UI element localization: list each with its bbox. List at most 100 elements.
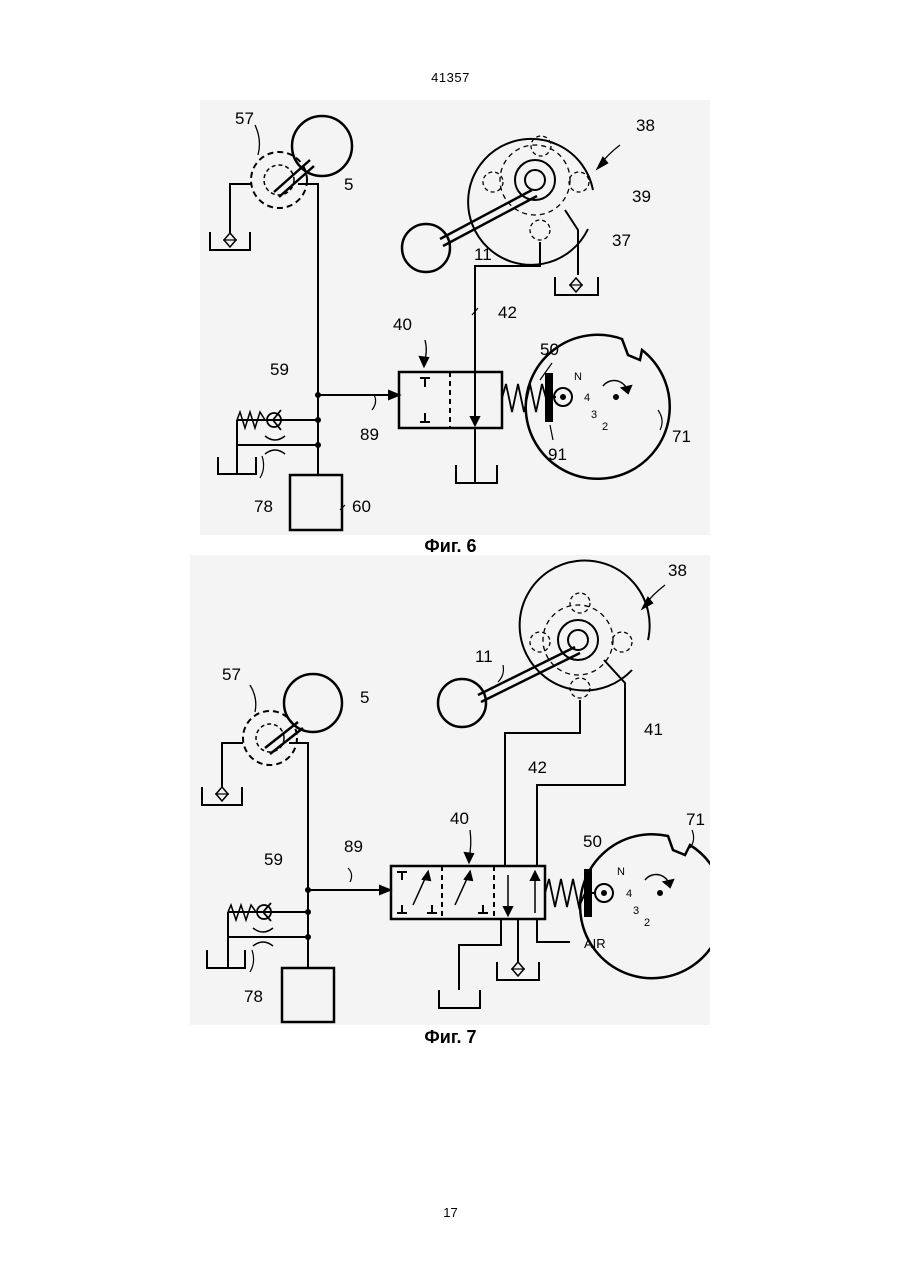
figure-6-caption: Фиг. 6 <box>0 536 901 557</box>
line-to-drain-7 <box>459 919 501 990</box>
label-71: 71 <box>672 427 691 446</box>
port-left-7 <box>530 632 550 652</box>
leader-40-arrow <box>420 357 428 366</box>
v7-arrow4-head <box>531 872 539 880</box>
figure-7-svg: 38 11 57 5 41 42 71 40 89 59 50 AIR 78 N… <box>190 555 710 1025</box>
valve-38-outer-7 <box>520 560 650 690</box>
cam-center-7 <box>658 891 662 895</box>
junction-3 <box>316 443 320 447</box>
leader-11-7 <box>498 665 503 682</box>
label-57-7: 57 <box>222 665 241 684</box>
tank-left-bottom-7 <box>207 950 245 968</box>
port-bottom <box>530 220 550 240</box>
valve-38-hub <box>515 160 555 200</box>
label-38: 38 <box>636 116 655 135</box>
cam-mark-4-7: 4 <box>626 888 632 900</box>
orifice-bottom-7 <box>253 942 273 946</box>
v7-arrow1-head <box>423 872 430 880</box>
tank-left-top-7 <box>202 787 242 805</box>
valve-38-core-7 <box>568 630 588 650</box>
line-37 <box>565 210 578 275</box>
weight-5 <box>292 116 352 176</box>
weight-11 <box>402 224 450 272</box>
port-bottom-7 <box>570 678 590 698</box>
label-59-7: 59 <box>264 850 283 869</box>
leader-38-arrow <box>598 158 607 168</box>
leader-78 <box>260 456 264 478</box>
weight-11-7 <box>438 679 486 727</box>
label-71-7: 71 <box>686 810 705 829</box>
leader-78-7 <box>250 950 254 972</box>
label-40-7: 40 <box>450 809 469 828</box>
junction-3-7 <box>306 935 310 939</box>
label-78: 78 <box>254 497 273 516</box>
label-5: 5 <box>344 175 353 194</box>
junction-2-7 <box>306 910 310 914</box>
label-40: 40 <box>393 315 412 334</box>
leader-71 <box>658 410 662 430</box>
main-supply-line <box>298 184 318 475</box>
lever-11-b <box>443 196 537 246</box>
leader-57-7 <box>250 685 256 712</box>
spring-50 <box>502 384 546 412</box>
port-right-7 <box>612 632 632 652</box>
document-number: 41357 <box>0 70 901 85</box>
label-89: 89 <box>360 425 379 444</box>
label-5-7: 5 <box>360 688 369 707</box>
cam-mark-2: 2 <box>602 421 608 433</box>
air-line-7 <box>537 919 570 942</box>
figure-7-drawing: 38 11 57 5 41 42 71 40 89 59 50 AIR 78 N… <box>190 555 710 1025</box>
cam-center <box>614 395 618 399</box>
label-57: 57 <box>235 109 254 128</box>
cam-mark-n: N <box>574 371 582 383</box>
port-left <box>483 172 503 192</box>
valve-38-track <box>500 145 570 215</box>
orifice-top-7 <box>253 928 273 932</box>
port-right <box>569 172 589 192</box>
v7-arrow3-head <box>504 907 512 915</box>
line-42-arrow <box>471 417 479 425</box>
label-air-7: AIR <box>584 936 606 951</box>
cam-mark-n-7: N <box>617 866 625 878</box>
figure-6-svg: 57 5 38 39 37 11 42 40 50 59 89 91 71 78… <box>200 100 710 535</box>
orifice-top <box>265 436 285 440</box>
label-91: 91 <box>548 445 567 464</box>
lever-11-a <box>440 190 532 239</box>
weight-5-7 <box>284 674 342 732</box>
label-50-7: 50 <box>583 832 602 851</box>
junction-1 <box>316 393 320 397</box>
label-41-7: 41 <box>644 720 663 739</box>
label-42-7: 42 <box>528 758 547 777</box>
actuator-60 <box>290 475 342 530</box>
label-11: 11 <box>474 245 492 264</box>
cam-mark-2-7: 2 <box>644 917 650 929</box>
label-78-7: 78 <box>244 987 263 1006</box>
tank-mid-7 <box>497 962 539 980</box>
cam-rotation-arrowhead <box>622 386 631 393</box>
leader-89-7 <box>348 868 352 882</box>
figure-7-caption: Фиг. 7 <box>0 1027 901 1048</box>
junction-2 <box>316 418 320 422</box>
cam-rotation-arrowhead-7 <box>664 880 673 887</box>
label-38-7: 38 <box>668 561 687 580</box>
main-supply-line-7 <box>289 743 308 968</box>
actuator-7 <box>282 968 334 1022</box>
label-39: 39 <box>632 187 651 206</box>
tank-bottom-7 <box>439 990 480 1008</box>
junction-1-7 <box>306 888 310 892</box>
line-42-7 <box>505 700 580 866</box>
tank-bottom <box>456 465 497 483</box>
cam-mark-3-7: 3 <box>633 905 639 917</box>
label-59: 59 <box>270 360 289 379</box>
leader-57 <box>255 125 259 155</box>
figure-6-drawing: 57 5 38 39 37 11 42 40 50 59 89 91 71 78… <box>200 100 710 535</box>
orifice-bottom <box>265 450 285 454</box>
leader-40-arrow-7 <box>465 853 473 862</box>
line-89-arrow <box>389 391 399 399</box>
label-89-leader <box>372 395 376 410</box>
valve-38-track-7 <box>543 605 613 675</box>
label-50: 50 <box>540 340 559 359</box>
page-number: 17 <box>0 1205 901 1220</box>
port-top-7 <box>570 593 590 613</box>
line-to-tank-7 <box>222 743 243 765</box>
